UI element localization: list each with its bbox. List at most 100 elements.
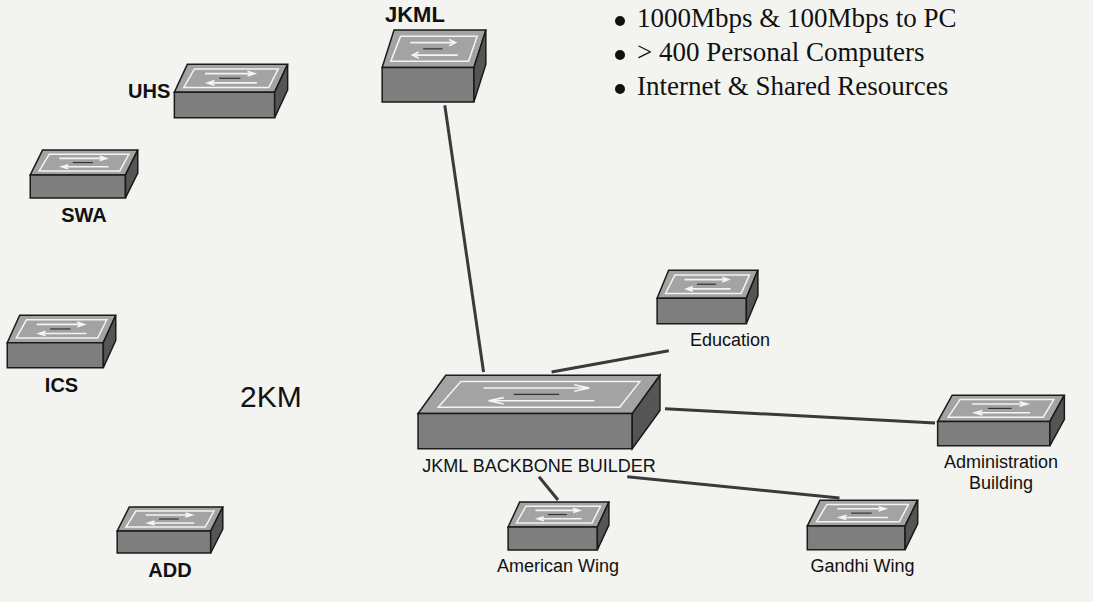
network-switch: American Wing: [497, 500, 619, 577]
switch-part: [484, 385, 595, 404]
switch-part: [938, 395, 1065, 421]
switch-icon-box: [506, 500, 611, 552]
switch-icon: [805, 498, 920, 552]
switch-icon: [115, 505, 225, 555]
switch-part: [219, 78, 240, 79]
switch-part: [684, 277, 730, 291]
switch-part: [837, 507, 888, 520]
switch-label: ICS: [45, 374, 78, 397]
switch-part: [948, 400, 1054, 418]
network-switch: Administration Building: [935, 393, 1067, 493]
network-link: [539, 477, 558, 500]
network-switch: SWA: [28, 148, 140, 227]
switch-icon: [655, 268, 760, 326]
network-switch: Gandhi Wing: [805, 498, 920, 577]
switch-part: [7, 315, 115, 342]
switch-part: [39, 154, 129, 171]
switch-icon: [172, 62, 290, 120]
switch-part: [175, 92, 275, 118]
switch-part: [666, 275, 750, 294]
network-link: [445, 105, 484, 372]
switch-icon: [5, 313, 118, 370]
switch-part: [30, 175, 125, 198]
switch-part: [184, 69, 278, 88]
switch-icon-box: [935, 393, 1067, 448]
switch-part: [657, 270, 758, 298]
bullet-dot: [615, 84, 625, 94]
switch-part: [697, 284, 716, 285]
network-switch: JKML: [380, 2, 488, 105]
switch-label: Gandhi Wing: [810, 556, 914, 577]
switch-part: [410, 40, 458, 59]
switch-icon: [413, 372, 665, 452]
network-switch: UHS: [128, 62, 290, 120]
network-switch: Education: [655, 268, 770, 351]
switch-part: [938, 422, 1050, 446]
switch-label: Administration Building: [935, 452, 1067, 493]
network-switch: ADD: [115, 505, 225, 582]
switch-label: ADD: [148, 559, 191, 582]
switch-icon-box: [28, 148, 140, 200]
switch-label: American Wing: [497, 556, 619, 577]
switch-part: [508, 527, 597, 550]
switch-part: [548, 514, 567, 515]
switch-part: [30, 150, 138, 175]
bullet-dot: [615, 50, 625, 60]
bullet-text: 1000Mbps & 100Mbps to PC: [637, 3, 957, 34]
switch-icon-box: [413, 372, 665, 452]
switch-icon: [935, 393, 1067, 448]
switch-part: [175, 64, 288, 92]
network-switch: JKML BACKBONE BUILDER: [413, 372, 665, 477]
switch-part: [988, 408, 1012, 409]
switch-icon-box: [5, 313, 118, 370]
switch-part: [438, 382, 640, 408]
switch-part: [418, 414, 632, 449]
switch-icon-box: [172, 62, 290, 120]
switch-label: Education: [655, 330, 770, 351]
bullet-text: > 400 Personal Computers: [637, 37, 924, 68]
switch-part: [851, 513, 872, 514]
switch-icon-box: [380, 27, 488, 105]
switch-part: [418, 375, 660, 413]
switch-part: [117, 507, 223, 531]
switch-label: JKML: [380, 2, 445, 27]
switch-part: [205, 71, 257, 85]
switch-part: [391, 37, 477, 62]
switch-icon-box: [115, 505, 225, 555]
switch-part: [514, 394, 559, 395]
network-link: [552, 351, 669, 372]
switch-part: [807, 500, 917, 526]
bullet-text: Internet & Shared Resources: [637, 71, 948, 102]
switch-icon: [380, 27, 488, 105]
switch-part: [657, 298, 746, 324]
switch-part: [159, 518, 179, 519]
switch-part: [37, 322, 87, 336]
switch-part: [516, 506, 600, 523]
switch-part: [117, 531, 211, 553]
switch-part: [50, 328, 70, 329]
switch-icon-box: [805, 498, 920, 552]
switch-icon-box: [655, 268, 760, 326]
switch-part: [382, 68, 474, 102]
switch-label: UHS: [128, 80, 170, 103]
distance-label: 2KM: [240, 380, 302, 414]
network-link: [665, 409, 935, 423]
switch-part: [535, 508, 581, 520]
switch-icon: [506, 500, 611, 552]
bullet-dot: [615, 16, 625, 26]
switch-part: [73, 162, 93, 163]
switch-part: [807, 526, 905, 550]
switch-part: [423, 49, 442, 50]
switch-part: [16, 320, 106, 338]
switch-label: SWA: [61, 204, 107, 227]
network-switch: ICS: [5, 313, 118, 397]
network-link: [627, 477, 839, 498]
switch-part: [972, 402, 1030, 415]
switch-part: [126, 511, 214, 527]
switch-part: [59, 156, 108, 168]
switch-part: [382, 30, 486, 67]
switch-part: [146, 513, 194, 525]
switch-label: JKML BACKBONE BUILDER: [422, 456, 655, 477]
switch-part: [7, 343, 103, 368]
